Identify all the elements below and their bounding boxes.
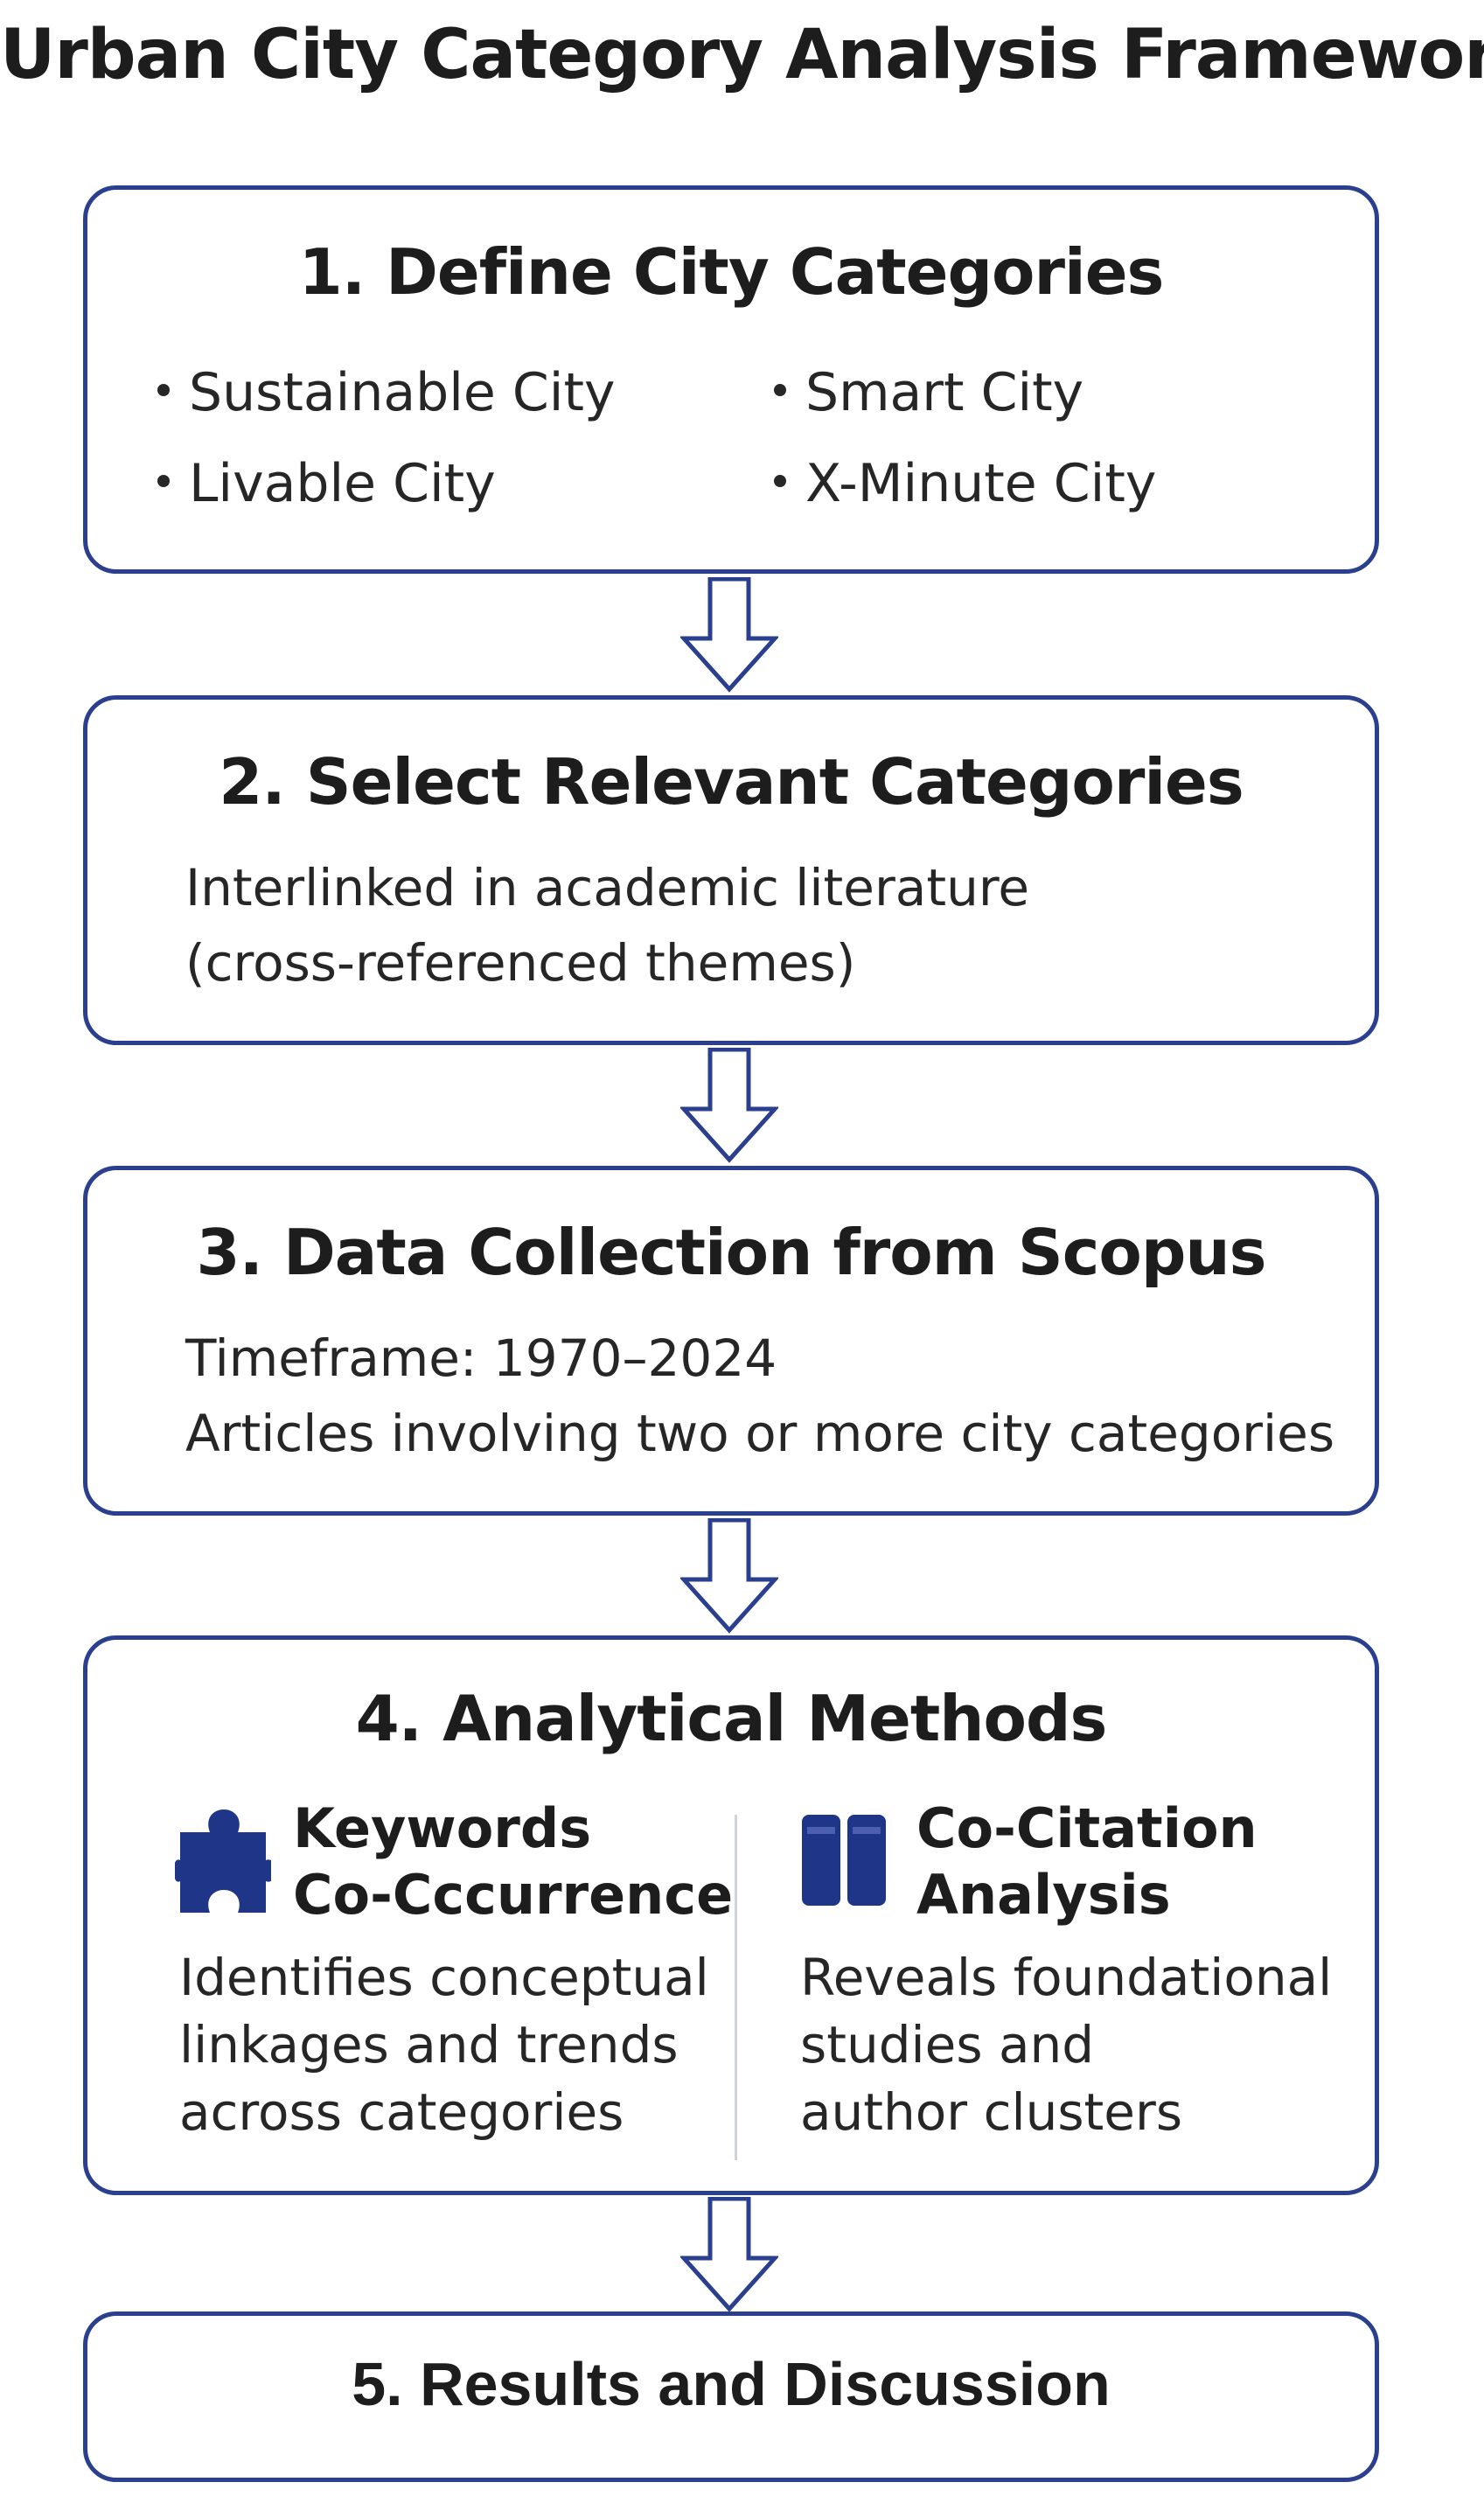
bullet-dot-icon [157, 384, 170, 397]
bullet-item: Smart City [774, 347, 1156, 438]
down-arrow-icon [680, 1048, 778, 1163]
method-divider [735, 1815, 737, 2160]
step-3-title: 3. Data Collection from Scopus [196, 1216, 1266, 1289]
step-2-line-2: (cross-referenced themes) [185, 933, 856, 993]
step-4-title: 4. Analytical Methods [355, 1682, 1108, 1755]
bullet-item: Livable City [157, 438, 615, 529]
method-2-desc-line-2: studies and [800, 2015, 1095, 2074]
method-1-desc-line-3: across categories [179, 2082, 624, 2142]
bullet-item: Sustainable City [157, 347, 615, 438]
step-2-box: 2. Select Relevant Categories Interlinke… [83, 695, 1379, 1045]
down-arrow-icon [680, 577, 778, 693]
puzzle-piece-icon [175, 1809, 271, 1913]
method-1-desc-line-2: linkages and trends [179, 2015, 679, 2074]
step-5-title: 5. Results and Discussion [352, 2350, 1111, 2418]
step-3-line-2: Articles involving two or more city cate… [185, 1404, 1335, 1463]
down-arrow-icon [680, 2197, 778, 2312]
method-1-desc-line-1: Identifies conceptual [179, 1948, 709, 2007]
step-2-line-1: Interlinked in academic literature [185, 858, 1030, 917]
step-5-box: 5. Results and Discussion [83, 2311, 1379, 2482]
step-1-box: 1. Define City Categories Sustainable Ci… [83, 185, 1379, 574]
step-1-bullets-right: Smart City X-Minute City [774, 347, 1156, 529]
method-2-desc-line-1: Reveals foundational [800, 1948, 1333, 2007]
bullet-dot-icon [774, 475, 786, 488]
method-1-heading-line-2: Co-Cccurrence [293, 1863, 734, 1927]
step-1-title: 1. Define City Categories [298, 235, 1165, 309]
bullet-dot-icon [774, 384, 786, 397]
bullet-item: X-Minute City [774, 438, 1156, 529]
books-icon [802, 1815, 886, 1906]
step-4-box: 4. Analytical Methods Keywords Co-Cccurr… [83, 1635, 1379, 2195]
diagram-title: Urban City Category Analysis Framework [0, 16, 1484, 94]
step-2-title: 2. Select Relevant Categories [219, 745, 1244, 819]
step-1-bullets-left: Sustainable City Livable City [157, 347, 615, 529]
method-2-desc-line-3: author clusters [800, 2082, 1183, 2142]
step-3-box: 3. Data Collection from Scopus Timeframe… [83, 1166, 1379, 1516]
method-1-heading-line-1: Keywords [293, 1796, 592, 1860]
method-2-heading-line-1: Co-Citation [916, 1796, 1258, 1860]
method-2-heading-line-2: Analysis [916, 1863, 1171, 1927]
bullet-dot-icon [157, 475, 170, 488]
step-3-line-1: Timeframe: 1970–2024 [185, 1328, 777, 1388]
down-arrow-icon [680, 1518, 778, 1634]
